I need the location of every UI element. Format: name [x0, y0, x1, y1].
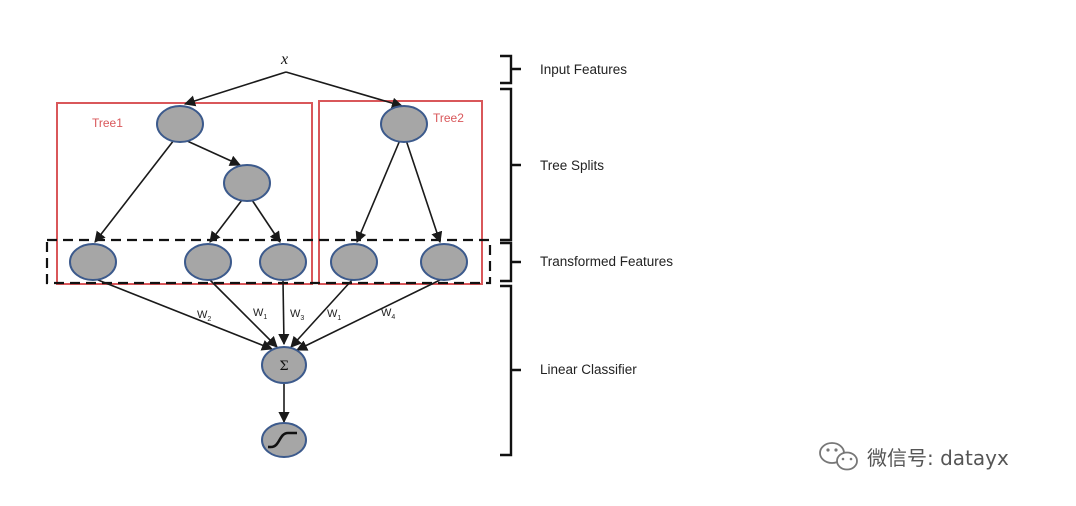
tree1-inner-node: [223, 164, 271, 202]
weight-label-w2: W2: [197, 309, 211, 323]
sigmoid-node: [261, 422, 307, 458]
leaf-node-3: [259, 243, 307, 281]
weight-label-w1-a: W1: [253, 307, 267, 321]
edge-t1root-inner: [184, 139, 242, 166]
weight-label-w4: W4: [381, 307, 395, 321]
leaf-node-2: [184, 243, 232, 281]
input-x-label: x: [280, 51, 288, 68]
sum-symbol: Σ: [279, 359, 288, 374]
stage-label-input-features: Input Features: [540, 62, 627, 77]
sigmoid-curve-icon: [270, 431, 297, 449]
edge-leaf1-sum: [97, 279, 274, 351]
stage-label-tree-splits: Tree Splits: [540, 158, 604, 173]
watermark-text: 微信号: datayx: [867, 446, 1009, 470]
weight-label-w3: W3: [290, 308, 304, 322]
leaf-node-4: [330, 243, 378, 281]
tree2-root-node: [380, 105, 428, 143]
edge-inner-leaf3: [251, 199, 281, 243]
stage-label-linear-classifier: Linear Classifier: [540, 362, 637, 377]
edge-inner-leaf2: [209, 199, 243, 243]
sum-node: [261, 346, 307, 384]
bracket-input-features: [500, 54, 521, 85]
edge-input-tree2: [285, 71, 404, 109]
edge-t1root-leaf1: [94, 139, 175, 243]
leaf-node-5: [420, 243, 468, 281]
edge-t2root-leaf5: [405, 139, 443, 244]
edge-leaf3-sum: [278, 280, 290, 346]
leaf-node-1: [69, 243, 117, 281]
edge-leaf2-sum: [209, 279, 278, 348]
edge-leaf4-sum: [290, 279, 353, 348]
bracket-linear-classifier: [500, 284, 521, 457]
bracket-tree-splits: [500, 87, 521, 242]
tree1-root-node: [156, 105, 204, 143]
transformed-features-box: [45, 238, 492, 285]
bracket-transformed-features: [500, 241, 521, 283]
wechat-icon: [819, 442, 858, 471]
tree1-label: Tree1: [92, 116, 123, 130]
tree2-label: Tree2: [433, 111, 464, 125]
weight-label-w1-b: W1: [327, 308, 341, 322]
edge-input-tree1: [183, 71, 287, 107]
edge-t2root-leaf4: [355, 139, 401, 244]
edge-leaf5-sum: [295, 279, 441, 351]
stage-label-transformed-features: Transformed Features: [540, 254, 673, 269]
